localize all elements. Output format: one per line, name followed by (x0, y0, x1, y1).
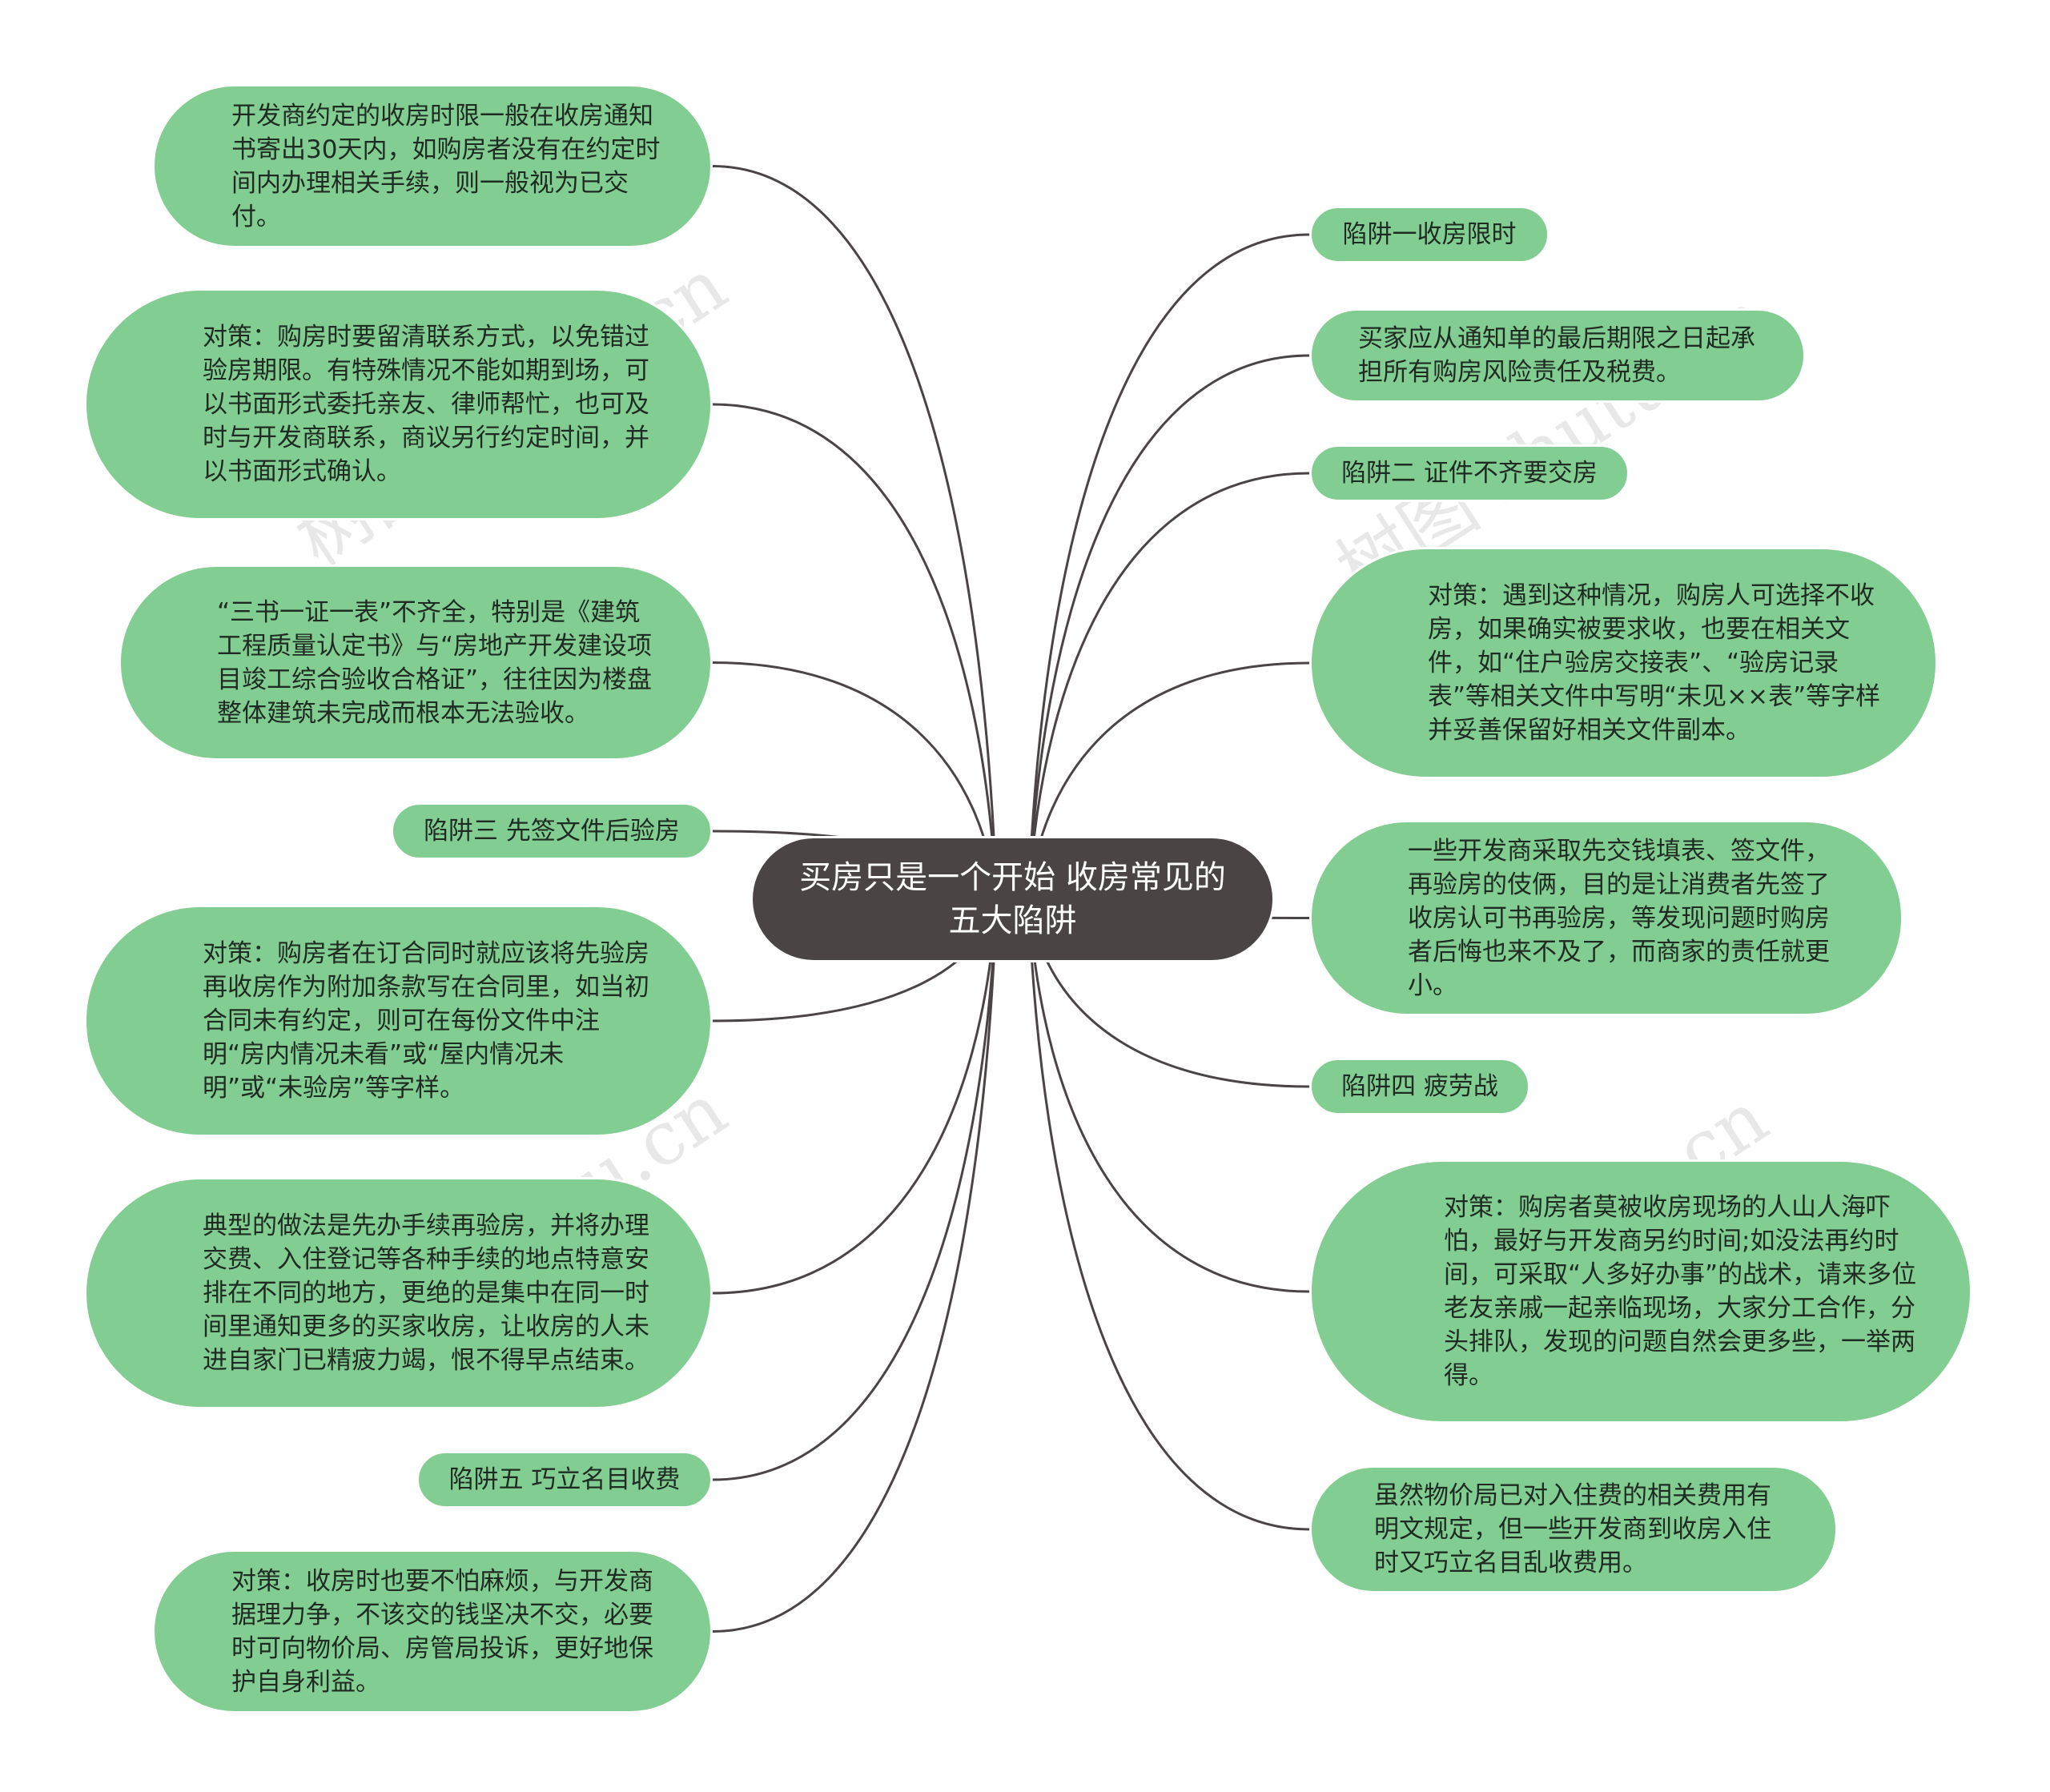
connector-left-node-1 (712, 165, 998, 900)
right-node-6[interactable]: 陷阱四 疲劳战 (1309, 1058, 1530, 1115)
right-node-8[interactable]: 虽然物价局已对入住费的相关费用有明文规定，但一些开发商到收房入住时又巧立名目乱收… (1309, 1465, 1838, 1593)
connector-right-node-3 (1027, 472, 1310, 900)
left-node-6[interactable]: 典型的做法是先办手续再验房，并将办理交费、入住登记等各种手续的地点特意安排在不同… (84, 1177, 713, 1409)
connector-left-node-6 (712, 898, 998, 1295)
left-node-1[interactable]: 开发商约定的收房时限一般在收房通知书寄出30天内，如购房者没有在约定时间内办理相… (152, 84, 713, 248)
right-node-7[interactable]: 对策：购房者莫被收房现场的人山人海吓怕，最好与开发商另约时间;如没法再约时间，可… (1309, 1159, 1972, 1424)
connector-left-node-2 (712, 403, 998, 900)
connector-right-node-2 (1027, 354, 1310, 900)
right-node-1[interactable]: 陷阱一收房限时 (1309, 206, 1550, 263)
right-node-5[interactable]: 一些开发商采取先交钱填表、签文件，再验房的伎俩，目的是让消费者先签了收房认可书再… (1309, 820, 1903, 1016)
connector-right-node-7 (1027, 898, 1310, 1293)
connector-left-node-7 (712, 898, 998, 1481)
left-node-2[interactable]: 对策：购房时要留清联系方式，以免错过验房期限。有特殊情况不能如期到场，可以书面形… (84, 288, 713, 520)
connector-right-node-8 (1027, 898, 1310, 1531)
connector-left-node-8 (712, 898, 998, 1633)
connector-right-node-1 (1027, 233, 1310, 900)
left-node-5[interactable]: 对策：购房者在订合同时就应该将先验房再收房作为附加条款写在合同里，如当初合同未有… (84, 905, 713, 1137)
left-node-7[interactable]: 陷阱五 巧立名目收费 (416, 1451, 713, 1509)
left-node-4[interactable]: 陷阱三 先签文件后验房 (391, 802, 713, 860)
right-node-2[interactable]: 买家应从通知单的最后期限之日起承担所有购房风险责任及税费。 (1309, 308, 1806, 403)
left-node-8[interactable]: 对策：收房时也要不怕麻烦，与开发商据理力争，不该交的钱坚决不交，必要时可向物价局… (152, 1549, 713, 1714)
right-node-4[interactable]: 对策：遇到这种情况，购房人可选择不收房，如果确实被要求收，也要在相关文件，如“住… (1309, 547, 1938, 779)
right-node-3[interactable]: 陷阱二 证件不齐要交房 (1309, 444, 1630, 502)
central-topic[interactable]: 买房只是一个开始 收房常见的五大陷阱 (750, 836, 1275, 962)
left-node-3[interactable]: “三书一证一表”不齐全，特别是《建筑工程质量认定书》与“房地产开发建设项目竣工综… (119, 565, 713, 761)
